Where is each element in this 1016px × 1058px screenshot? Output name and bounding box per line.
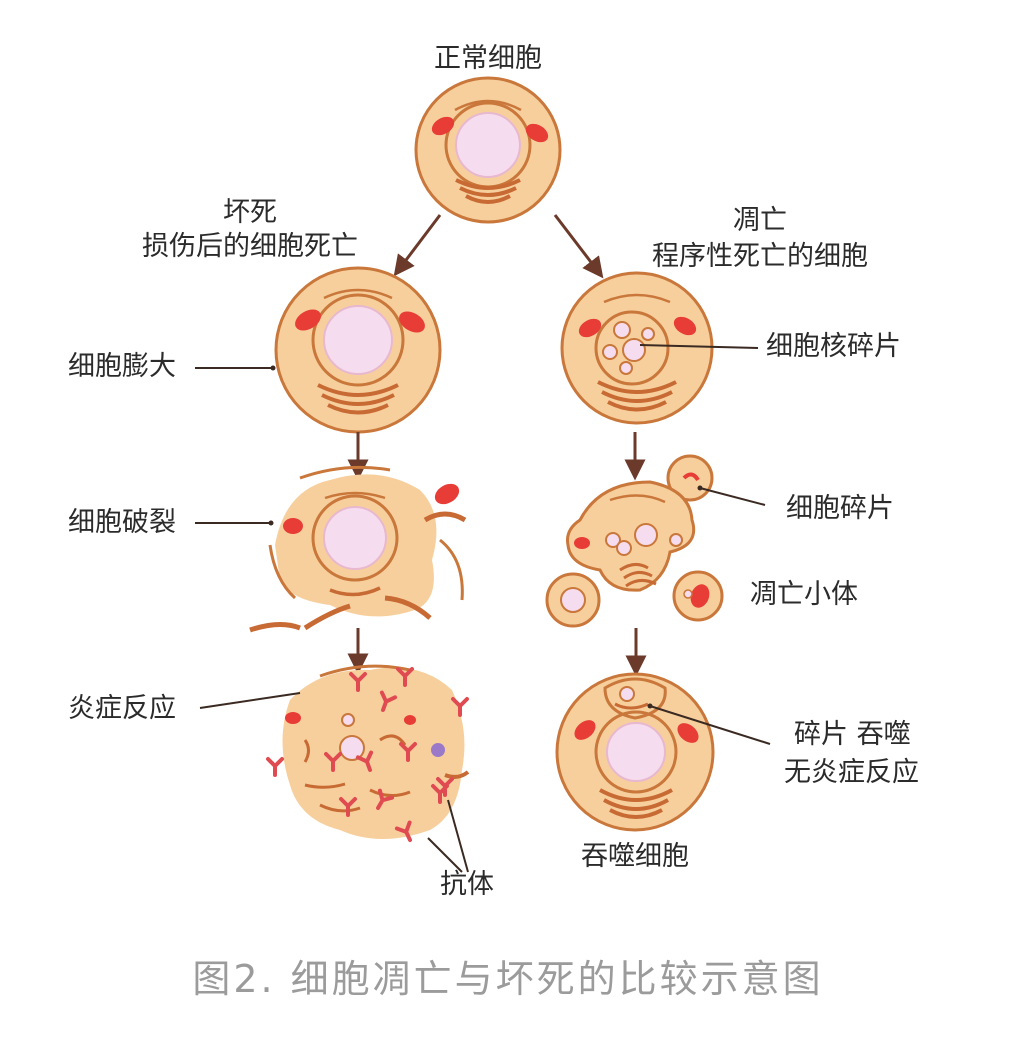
arrow-to-necrosis	[393, 214, 442, 277]
label-cell-rupture: 细胞破裂	[68, 507, 176, 538]
label-cell-fragments: 细胞碎片	[786, 493, 894, 524]
label-normal-cell: 正常细胞	[434, 43, 542, 74]
label-cell-swelling: 细胞膨大	[68, 351, 176, 382]
swollen-cell	[274, 266, 442, 434]
label-apoptosis-title: 凋亡	[733, 205, 787, 236]
label-nuclear-fragments: 细胞核碎片	[766, 331, 901, 362]
label-apoptotic-bodies: 凋亡小体	[750, 579, 858, 610]
label-inflammation: 炎症反应	[68, 693, 176, 724]
normal-cell	[414, 76, 562, 224]
ruptured-cell	[249, 465, 467, 633]
label-phagocytosis-line2: 无炎症反应	[784, 757, 919, 788]
label-necrosis-subtitle: 损伤后的细胞死亡	[142, 231, 358, 262]
label-phagocytosis-line1: 碎片 吞噬	[794, 719, 911, 750]
pointer-cell-fragments	[699, 487, 766, 506]
apoptotic-bodies	[545, 454, 724, 628]
label-necrosis-title: 坏死	[223, 197, 277, 228]
pointer-inflammation	[199, 692, 301, 709]
apoptotic-cell	[560, 271, 714, 425]
pointer-phagocytosis	[649, 705, 771, 745]
pointer-nuclear-fragments	[639, 344, 759, 349]
phagocyte-cell	[555, 672, 715, 832]
figure-caption: 图2. 细胞凋亡与坏死的比较示意图	[192, 957, 824, 1001]
label-antibody: 抗体	[440, 869, 494, 900]
inflammation-cell	[266, 664, 470, 845]
pointer-antibody	[427, 799, 469, 873]
label-phagocyte: 吞噬细胞	[581, 841, 689, 872]
label-apoptosis-subtitle: 程序性死亡的细胞	[652, 241, 868, 272]
arrow-to-apoptosis	[553, 214, 604, 279]
